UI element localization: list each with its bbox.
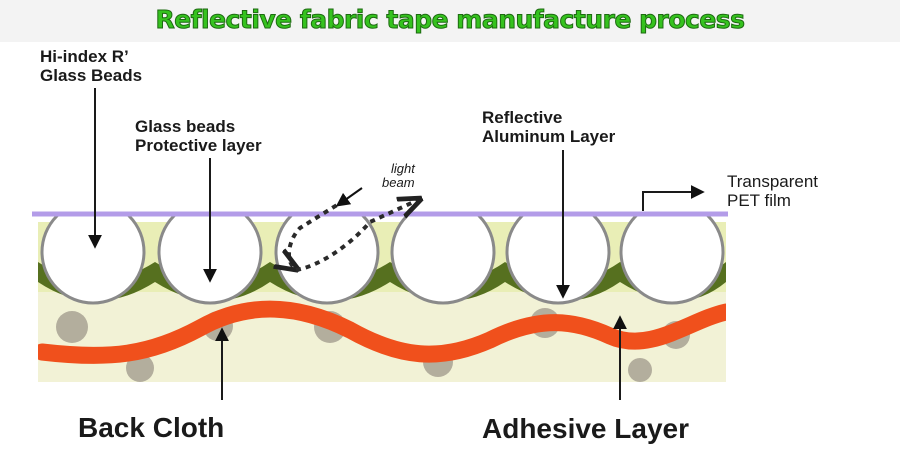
light-beam-label: light beam	[382, 162, 415, 189]
light-beam-path	[289, 200, 418, 270]
aluminum-layer-label: Reflective Aluminum Layer	[482, 108, 615, 146]
hi-index-beads-label: Hi-index R’ Glass Beads	[40, 47, 142, 85]
pet-film-label: Transparent PET film	[727, 172, 819, 210]
back-cloth-thread	[38, 300, 726, 364]
hi-index-beads-label-line1: Hi-index R’	[40, 47, 129, 66]
back-cloth-label: Back Cloth	[78, 412, 225, 443]
light-beam-in-arrow	[335, 187, 363, 207]
pet-film-arrow	[642, 185, 705, 211]
pet-film-label-line2: PET film	[727, 190, 791, 210]
title-band	[0, 0, 900, 42]
adhesive-layer-label: Adhesive Layer	[482, 413, 689, 444]
pet-film-label-line1: Transparent	[727, 172, 819, 191]
light-beam-label-line1: light	[391, 161, 415, 176]
diagram-title: Reflective fabric tape manufacture proce…	[155, 5, 746, 35]
aluminum-layer-label-line1: Reflective	[482, 108, 563, 127]
light-beam-label-line2: beam	[382, 174, 415, 190]
protective-layer-label: Glass beads Protective layer	[135, 117, 262, 155]
aluminum-layer-label-line2: Aluminum Layer	[482, 127, 616, 147]
hi-index-beads-label-line2: Glass Beads	[40, 66, 143, 86]
protective-layer-label-line2: Protective layer	[135, 136, 262, 156]
protective-layer-label-line1: Glass beads	[135, 117, 236, 136]
